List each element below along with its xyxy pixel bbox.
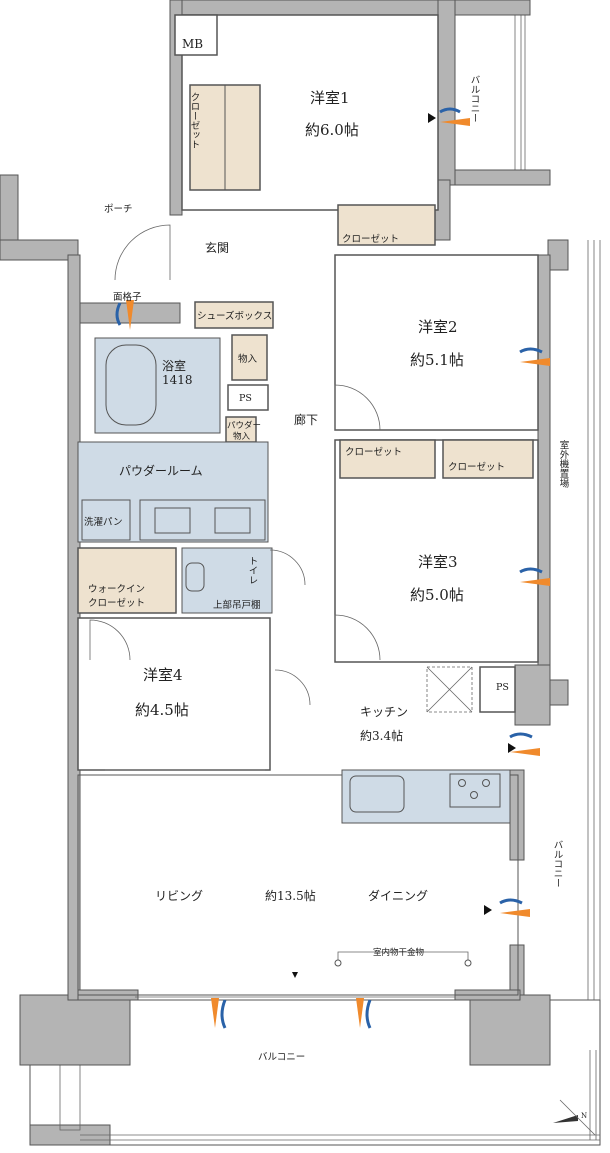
shoe-box-label: シューズボックス	[197, 310, 272, 322]
bathroom-area	[94, 337, 221, 434]
ps-label-2: PS	[496, 682, 509, 693]
bathroom-label: 浴室	[162, 358, 186, 373]
kitchen-name: キッチン	[360, 705, 408, 719]
shoe-box	[194, 301, 274, 329]
storage-label: 物入	[238, 353, 258, 365]
toilet-icon	[185, 562, 205, 592]
bedroom4-area	[77, 617, 271, 771]
entrance-label: 玄関	[205, 240, 229, 255]
ps-shaft-2	[479, 666, 516, 713]
closet-label-1: クローゼット	[342, 233, 399, 245]
bedroom2-name: 洋室2	[418, 318, 458, 336]
mb-box	[174, 14, 218, 56]
bedroom1-name: 洋室1	[310, 89, 350, 107]
bedroom3-name: 洋室3	[418, 553, 458, 571]
ps-shaft	[227, 384, 269, 411]
powder-storage-label-1: パウダー	[227, 420, 261, 431]
closet-label-2: クローゼット	[345, 446, 402, 458]
balcony-top-label: バルコニー	[469, 75, 481, 123]
storage-closet	[231, 334, 268, 381]
outdoor-unit-label: 室外機置場	[558, 439, 570, 488]
bathroom-size: 1418	[162, 373, 193, 387]
living-area	[77, 774, 519, 996]
closet-label-vertical: クローゼット	[189, 92, 201, 149]
bedroom4-size: 約4.5帖	[135, 701, 189, 719]
closet-label-3: クローゼット	[448, 461, 505, 473]
dining-name: ダイニング	[368, 888, 428, 903]
north-label: N	[581, 1112, 587, 1120]
wic-label-2: クローゼット	[88, 597, 145, 609]
bedroom4-name: 洋室4	[143, 666, 183, 684]
upper-cabinet-label: 上部吊戸棚	[213, 599, 261, 611]
wic-label-1: ウォークイン	[88, 584, 145, 595]
stove-icon	[449, 773, 501, 808]
bathtub-icon	[105, 344, 157, 426]
balcony-right-label: バルコニー	[552, 840, 564, 888]
hallway-label: 廊下	[294, 412, 318, 427]
compass-icon	[553, 1099, 596, 1136]
closet-bedroom2	[442, 439, 534, 479]
bedroom1-size: 約6.0帖	[305, 121, 359, 139]
walk-in-closet	[77, 547, 177, 614]
balcony-bottom-label: バルコニー	[258, 1052, 305, 1063]
ventilation-markers	[115, 107, 550, 1029]
mb-label: MB	[182, 37, 203, 51]
kitchen-counter	[341, 769, 511, 824]
balcony-right	[547, 239, 601, 1000]
living-size: 約13.5帖	[265, 888, 316, 903]
lattice-label: 面格子	[113, 291, 142, 303]
bedroom2-area	[334, 254, 539, 431]
drying-rack	[337, 951, 469, 960]
vent-hood	[426, 666, 473, 713]
sink-icon	[349, 775, 405, 813]
drying-rack-label: 室内物干金物	[373, 947, 425, 958]
bedroom2-size: 約5.1帖	[410, 351, 464, 369]
bedroom3-size: 約5.0帖	[410, 586, 464, 604]
toilet-area	[181, 547, 273, 614]
toilet-label: トイレ	[247, 556, 259, 585]
porch-label: ポーチ	[104, 204, 133, 215]
powder-room-label: パウダールーム	[119, 463, 203, 478]
kitchen-size: 約3.4帖	[360, 728, 403, 743]
washer-pan-label: 洗濯パン	[84, 516, 122, 528]
balcony-bottom	[19, 994, 601, 1146]
closet-bedroom3	[339, 439, 436, 479]
ps-label: PS	[239, 393, 252, 404]
powder-storage-label-2: 物入	[233, 431, 251, 442]
closet-bedroom1-b	[337, 204, 436, 246]
living-name: リビング	[155, 889, 203, 903]
